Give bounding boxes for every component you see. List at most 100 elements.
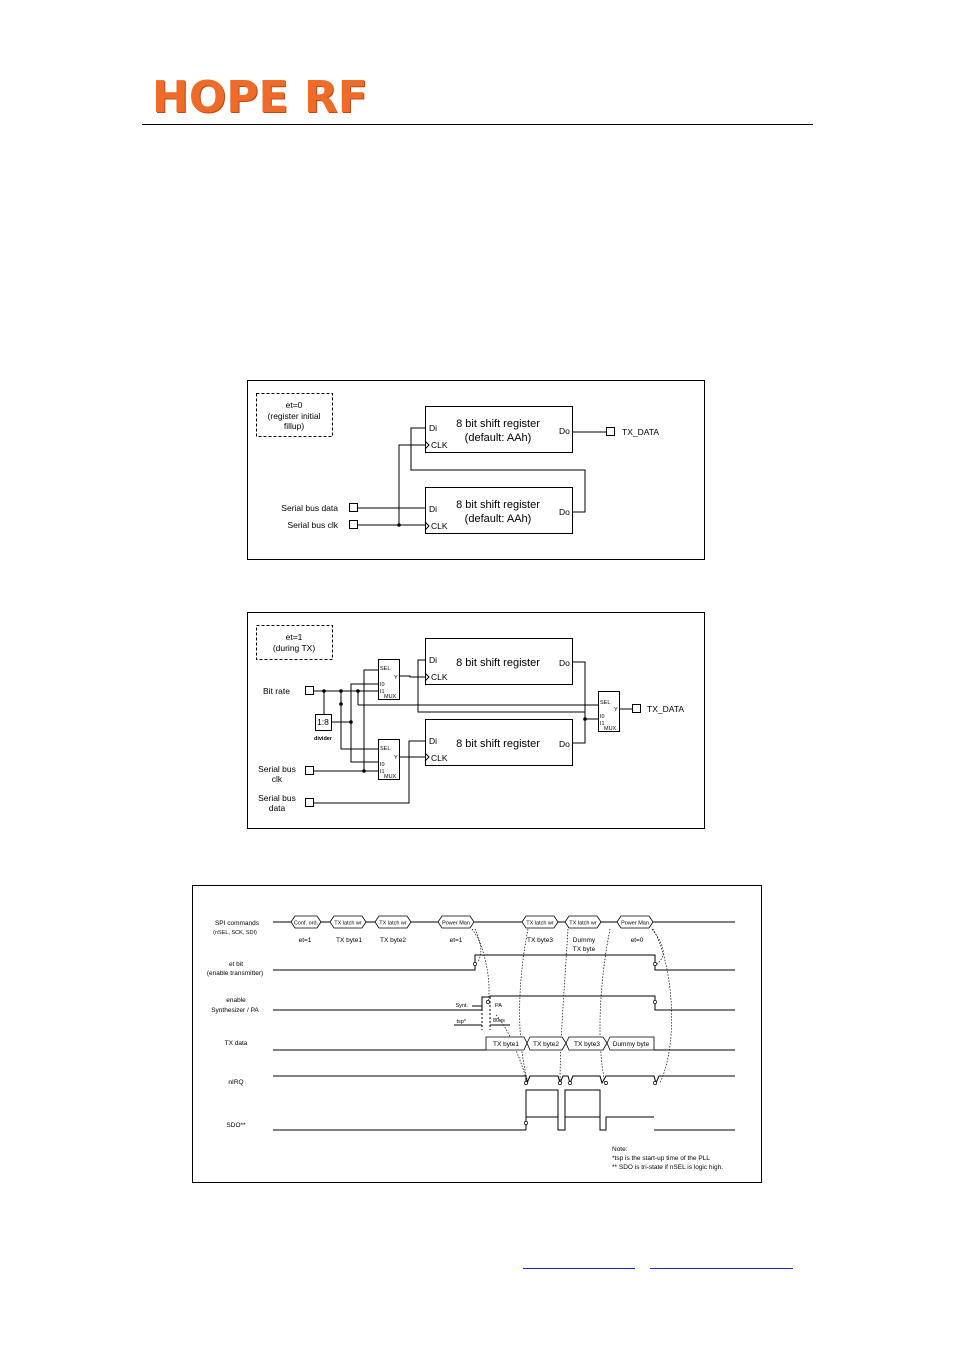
diagram2-frame bbox=[247, 612, 705, 829]
t-row-txdata: TX data bbox=[225, 1040, 248, 1047]
d2-mux2-i0: I0 bbox=[380, 762, 385, 768]
d1-reg-default-bottom: (default: AAh) bbox=[465, 513, 532, 525]
d2-reg-title-bottom: 8 bit shift register bbox=[456, 738, 540, 750]
d2-mux2-y: Y bbox=[394, 755, 398, 761]
diagram2-bitrate-port bbox=[305, 686, 314, 695]
t-80us: 80us bbox=[493, 1018, 505, 1024]
d2-reg-title-top: 8 bit shift register bbox=[456, 657, 540, 669]
header-rule bbox=[142, 124, 813, 125]
d1-mode-2: (register initial bbox=[268, 411, 321, 421]
t-row-en1: enable bbox=[226, 997, 246, 1004]
d2-mux1-i0: I0 bbox=[380, 682, 385, 688]
d1-do-top: Do bbox=[559, 426, 570, 436]
diagram1-register-top bbox=[425, 406, 573, 453]
t-cmd-label-6: TX byte bbox=[573, 946, 596, 953]
d2-clk-top: CLK bbox=[431, 672, 448, 682]
t-note-1: *tsp is the start-up time of the PLL bbox=[612, 1155, 710, 1162]
d1-di-top: Di bbox=[429, 423, 437, 433]
t-tsp: tsp* bbox=[457, 1019, 467, 1025]
t-cmd-label-4: TX byte3 bbox=[527, 937, 553, 944]
t-cmd-label-0: et=1 bbox=[299, 937, 312, 944]
t-cmd-label-1: TX byte1 bbox=[336, 937, 362, 944]
d2-serial-bus-clk-2: clk bbox=[272, 774, 283, 784]
d1-mode-1: et=0 bbox=[286, 400, 303, 410]
footer-link-2[interactable] bbox=[650, 1268, 793, 1269]
d2-di-bottom: Di bbox=[429, 736, 437, 746]
d2-mux3-i1: I1 bbox=[600, 721, 605, 727]
footer-link-1[interactable] bbox=[523, 1268, 635, 1269]
d2-serial-bus-data-2: data bbox=[269, 803, 286, 813]
hope-rf-logo: HOPE RF bbox=[152, 72, 368, 123]
d2-tx-data: TX_DATA bbox=[647, 704, 684, 714]
d1-serial-clk: Serial bus clk bbox=[287, 520, 338, 530]
d2-divider-ratio: 1:8 bbox=[317, 717, 329, 727]
diagram2-mux-top bbox=[378, 659, 400, 700]
t-cmd-2: TX latch wr bbox=[379, 921, 407, 927]
t-row-nirq: nIRQ bbox=[228, 1079, 243, 1086]
d2-mux3-name: MUX bbox=[604, 726, 617, 732]
d1-clk-top: CLK bbox=[431, 440, 448, 450]
t-row-spi2: (nSEL, SCK, SDI) bbox=[213, 930, 257, 936]
d2-mux3-y: Y bbox=[614, 707, 618, 713]
diagram2-mux-bottom bbox=[378, 739, 400, 780]
timing-command-boxes bbox=[290, 915, 654, 929]
d2-mux1-y: Y bbox=[394, 675, 398, 681]
diagram1-serial-data-port bbox=[349, 503, 358, 512]
d1-di-bottom: Di bbox=[429, 504, 437, 514]
t-row-en2: Synthesizer / PA bbox=[211, 1007, 259, 1014]
t-cmd-3: Power Man bbox=[442, 921, 470, 927]
d1-reg-title-top: 8 bit shift register bbox=[456, 418, 540, 430]
d2-mux3-sel: SEL bbox=[600, 700, 610, 706]
t-cmd-6: Power Man bbox=[621, 921, 649, 927]
d2-mux1-sel: SEL bbox=[380, 666, 390, 672]
d2-do-bottom: Do bbox=[559, 739, 570, 749]
d1-do-bottom: Do bbox=[559, 507, 570, 517]
t-cmd-4: TX latch wr bbox=[526, 921, 554, 927]
d1-serial-data: Serial bus data bbox=[281, 503, 338, 513]
t-cmd-0: Conf. ord. bbox=[294, 921, 319, 927]
d1-reg-title-bottom: 8 bit shift register bbox=[456, 499, 540, 511]
diagram1-serial-clk-port bbox=[349, 520, 358, 529]
t-pa: PA bbox=[495, 1003, 502, 1009]
t-txbyte-2: TX byte3 bbox=[574, 1041, 600, 1048]
d1-clk-bottom: CLK bbox=[431, 521, 448, 531]
d1-reg-default-top: (default: AAh) bbox=[465, 432, 532, 444]
diagram2-mode-box bbox=[256, 625, 333, 660]
diagram2-register-bottom bbox=[425, 719, 573, 766]
diagram2-serial-data-port bbox=[305, 798, 314, 807]
diagram1-mode-box bbox=[256, 393, 333, 437]
t-cmd-1: TX latch wr bbox=[334, 921, 362, 927]
t-note-2: ** SDO is tri-state if nSEL is logic hig… bbox=[612, 1164, 723, 1171]
t-cmd-label-3: et=1 bbox=[450, 937, 463, 944]
diagram1-frame bbox=[247, 380, 705, 560]
diagram2-serial-clk-port bbox=[305, 766, 314, 775]
d2-mode-2: (during TX) bbox=[273, 643, 316, 653]
t-cmd-label-2: TX byte2 bbox=[380, 937, 406, 944]
t-txbyte-3: Dummy byte bbox=[613, 1041, 650, 1048]
timing-dotted-arrows bbox=[471, 928, 672, 1084]
timing-frame bbox=[192, 885, 762, 1183]
t-cmd-label-5: Dummy bbox=[573, 937, 596, 944]
t-row-et2: (enable transmitter) bbox=[207, 970, 263, 977]
d2-serial-bus-data-1: Serial bus bbox=[258, 793, 296, 803]
t-txbyte-1: TX byte2 bbox=[533, 1041, 559, 1048]
d2-do-top: Do bbox=[559, 658, 570, 668]
t-row-sdo: SDO** bbox=[226, 1122, 246, 1129]
d2-mux1-name: MUX bbox=[384, 694, 397, 700]
d1-tx-data: TX_DATA bbox=[622, 427, 659, 437]
t-txbyte-0: TX byte1 bbox=[493, 1041, 519, 1048]
diagram2-register-top bbox=[425, 638, 573, 685]
t-synt: Synt. bbox=[455, 1003, 468, 1009]
diagram1-register-bottom bbox=[425, 487, 573, 534]
d2-serial-bus-clk-1: Serial bus bbox=[258, 764, 296, 774]
diagram2-mux-output bbox=[598, 691, 620, 732]
d2-mux2-i1: I1 bbox=[380, 769, 385, 775]
t-row-et1: et bit bbox=[229, 961, 243, 968]
timing-dots bbox=[473, 962, 657, 1125]
d2-mode-1: et=1 bbox=[286, 632, 303, 642]
timing-txbyte-boxes bbox=[485, 1036, 655, 1051]
d1-mode-3: fillup) bbox=[284, 421, 304, 431]
diagram1-tx-data-port bbox=[606, 427, 615, 436]
diagram2-tx-data-port bbox=[632, 704, 641, 713]
